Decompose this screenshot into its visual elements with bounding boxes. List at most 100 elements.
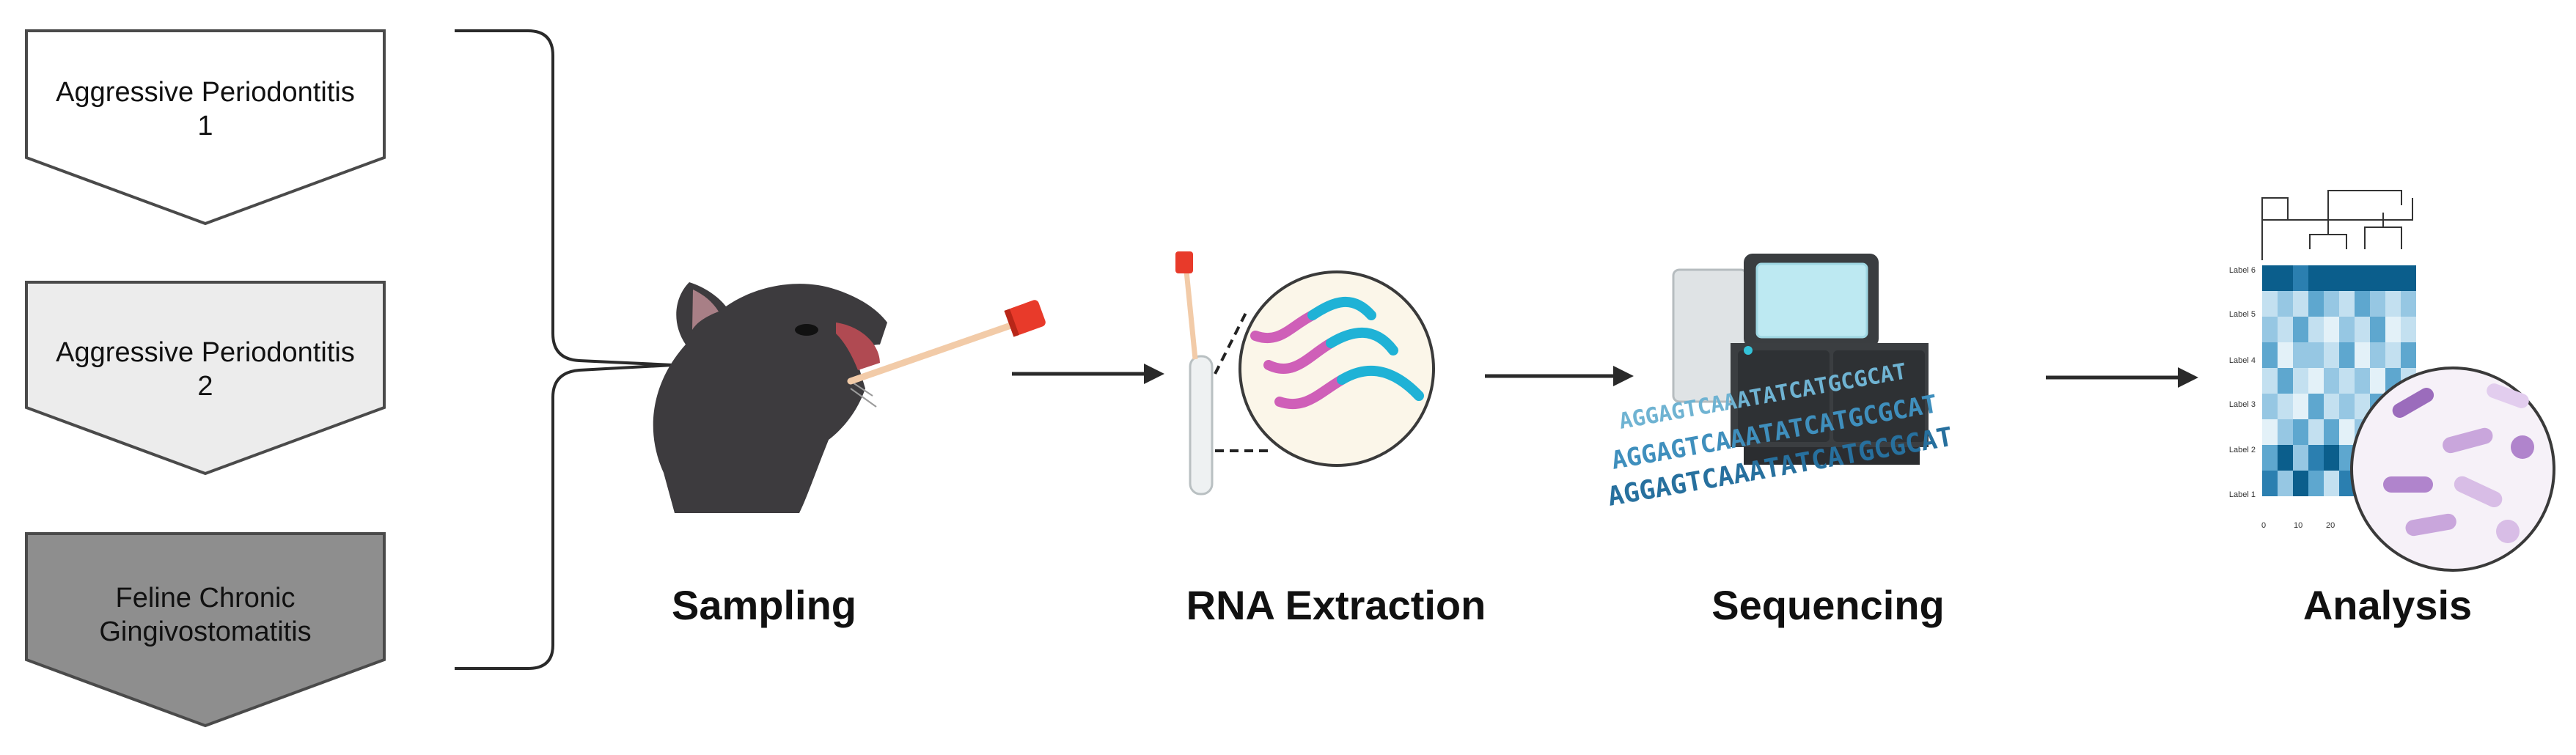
heatmap-cell xyxy=(2355,394,2370,419)
heatmap-cell xyxy=(2262,291,2278,317)
sequencer-icon: AGGAGTCAAATATCATGCGCAT AGGAGTCAAATATCATG… xyxy=(1605,254,1955,512)
heatmap-cell xyxy=(2324,394,2339,419)
rna-tube-icon xyxy=(1175,251,1435,496)
heatmap-tick-20: 20 xyxy=(2326,521,2335,530)
heatmap-cell xyxy=(2293,317,2308,342)
group-2-line1: Aggressive Periodontitis xyxy=(56,337,355,368)
heatmap-cell xyxy=(2278,419,2293,445)
heatmap-cell xyxy=(2262,394,2278,419)
arrow-2 xyxy=(1485,366,1634,386)
heatmap-cell xyxy=(2401,317,2416,342)
heatmap-cell xyxy=(2308,368,2324,394)
step-label-rna-extraction: RNA Extraction xyxy=(1186,582,1486,628)
heatmap-cell xyxy=(2370,368,2385,394)
heatmap-cell xyxy=(2308,471,2324,496)
heatmap-tick-10: 10 xyxy=(2294,521,2302,530)
heatmap-cell xyxy=(2401,342,2416,368)
cat-swab-icon xyxy=(653,282,1046,513)
heatmap-cell xyxy=(2278,394,2293,419)
heatmap-cell xyxy=(2278,265,2293,291)
heatmap-cell xyxy=(2339,419,2355,445)
heatmap-cell xyxy=(2324,471,2339,496)
heatmap-cell xyxy=(2339,394,2355,419)
heatmap-cell xyxy=(2308,265,2324,291)
heatmap-cell xyxy=(2385,291,2401,317)
heatmap-cell xyxy=(2339,291,2355,317)
heatmap-cell xyxy=(2293,471,2308,496)
heatmap-cell xyxy=(2324,317,2339,342)
group-1-line2: 1 xyxy=(197,111,213,141)
heatmap-cell xyxy=(2370,317,2385,342)
heatmap-cell xyxy=(2278,291,2293,317)
heatmap-cell xyxy=(2324,342,2339,368)
heatmap-cell xyxy=(2293,419,2308,445)
heatmap-cell xyxy=(2262,342,2278,368)
heatmap-cell xyxy=(2385,265,2401,291)
heatmap-cell xyxy=(2355,317,2370,342)
heatmap-cell xyxy=(2262,445,2278,471)
heatmap-row-label: Label 4 xyxy=(2229,356,2256,365)
heatmap-cell xyxy=(2293,342,2308,368)
heatmap-cell xyxy=(2293,394,2308,419)
heatmap-cell xyxy=(2385,342,2401,368)
grouping-brace xyxy=(455,29,675,670)
heatmap-cell xyxy=(2339,368,2355,394)
heatmap-tick-0: 0 xyxy=(2261,521,2266,530)
heatmap-cell xyxy=(2339,317,2355,342)
heatmap-cell xyxy=(2355,265,2370,291)
heatmap-cell xyxy=(2339,265,2355,291)
heatmap-row-label: Label 6 xyxy=(2229,266,2256,275)
heatmap-cell xyxy=(2293,265,2308,291)
heatmap-cell xyxy=(2308,342,2324,368)
microbe-lens xyxy=(2350,367,2555,572)
microbes-icon xyxy=(2383,383,2534,543)
heatmap-cell xyxy=(2339,342,2355,368)
group-1-line1: Aggressive Periodontitis xyxy=(56,77,355,108)
arrow-3 xyxy=(2046,367,2198,388)
group-3-line1: Feline Chronic xyxy=(116,583,296,614)
heatmap-row-label: Label 1 xyxy=(2229,490,2256,499)
heatmap-cell xyxy=(2324,265,2339,291)
step-label-sampling: Sampling xyxy=(672,582,856,628)
heatmap-cell xyxy=(2262,419,2278,445)
heatmap-row-labels: Label 6 Label 5 Label 4 Label 3 Label 2 Label… xyxy=(2229,266,2256,499)
heatmap-cell xyxy=(2262,368,2278,394)
heatmap-cell xyxy=(2308,445,2324,471)
heatmap-row-label: Label 3 xyxy=(2229,400,2256,409)
heatmap-cell xyxy=(2308,291,2324,317)
heatmap-cell xyxy=(2293,291,2308,317)
heatmap-cell xyxy=(2278,342,2293,368)
heatmap-cell xyxy=(2385,317,2401,342)
heatmap-cell xyxy=(2370,265,2385,291)
group-2-line2: 2 xyxy=(197,371,213,402)
arrow-1 xyxy=(1012,364,1164,384)
step-label-sequencing: Sequencing xyxy=(1711,582,1944,628)
heatmap-cell xyxy=(2355,291,2370,317)
group-3-line2: Gingivostomatitis xyxy=(99,616,311,647)
heatmap-cell xyxy=(2370,342,2385,368)
heatmap-cell xyxy=(2308,317,2324,342)
heatmap-cell xyxy=(2278,471,2293,496)
heatmap-row-label: Label 2 xyxy=(2229,446,2256,454)
heatmap-cell xyxy=(2370,291,2385,317)
heatmap-cell xyxy=(2293,368,2308,394)
heatmap-cell xyxy=(2355,368,2370,394)
heatmap-cell xyxy=(2324,368,2339,394)
step-label-analysis: Analysis xyxy=(2303,582,2472,628)
group-box-2: Aggressive Periodontitis 2 xyxy=(25,281,386,476)
group-box-3: Feline Chronic Gingivostomatitis xyxy=(25,532,386,728)
heatmap-cell xyxy=(2401,291,2416,317)
heatmap-cell xyxy=(2262,317,2278,342)
heatmap-cell xyxy=(2262,471,2278,496)
heatmap-cell xyxy=(2262,265,2278,291)
heatmap-cell xyxy=(2308,394,2324,419)
heatmap-cell xyxy=(2324,419,2339,445)
heatmap-cell xyxy=(2278,445,2293,471)
heatmap-cell xyxy=(2324,291,2339,317)
heatmap-row-label: Label 5 xyxy=(2229,310,2256,319)
heatmap-microbes-icon: Label 6 Label 5 Label 4 Label 3 Label 2 Label… xyxy=(2229,190,2555,572)
heatmap-cell xyxy=(2278,317,2293,342)
group-box-1: Aggressive Periodontitis 1 xyxy=(25,29,386,226)
heatmap-cell xyxy=(2293,445,2308,471)
